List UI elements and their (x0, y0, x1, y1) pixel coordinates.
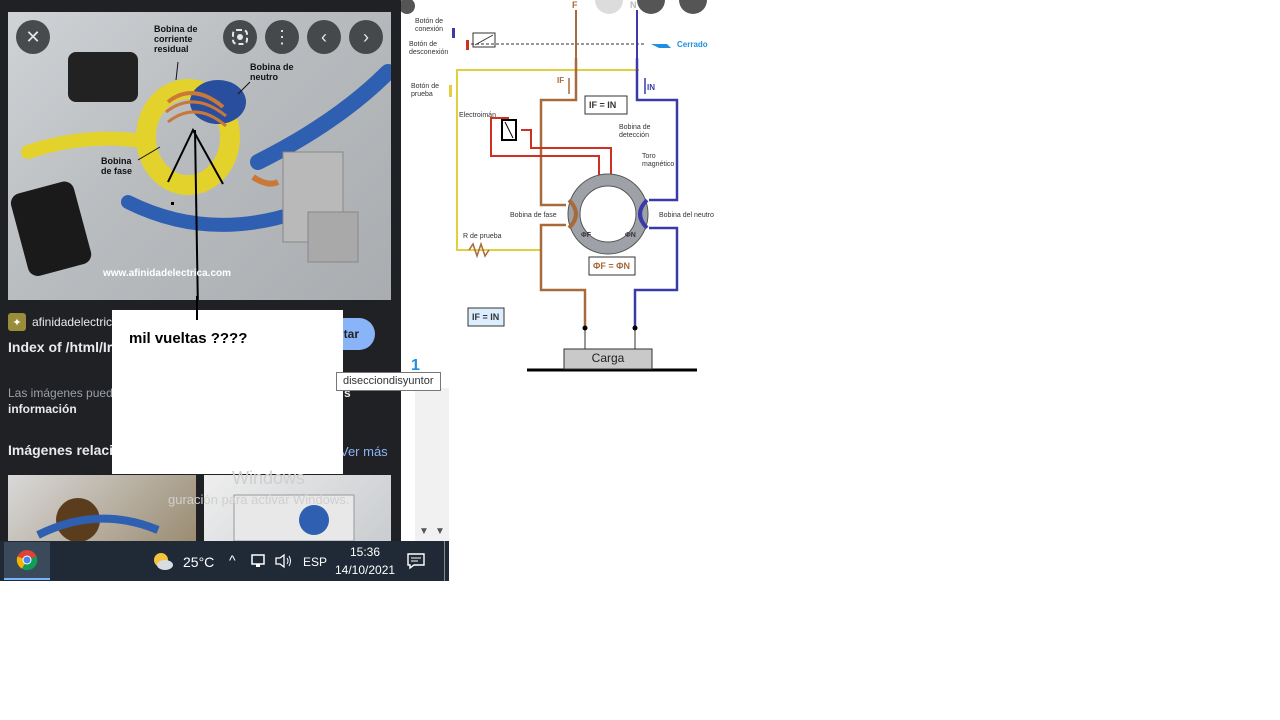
label-phase-coil-diagram: Bobina de fase (510, 212, 557, 219)
annotation-box (112, 310, 343, 474)
label-phase-F: F (572, 0, 578, 10)
chrome-taskbar-button[interactable] (4, 542, 50, 580)
label-test-resistor: R de prueba (463, 233, 502, 240)
related-images-heading: Imágenes relaci (8, 442, 114, 458)
label-current-IF: IF (557, 76, 565, 85)
more-info-link[interactable]: información (8, 402, 77, 416)
scroll-down-arrow-icon-2[interactable]: ▼ (435, 526, 445, 537)
image-viewer-panel: Bobina de corriente residual Bobina de n… (0, 0, 401, 541)
more-options-button[interactable]: ⋮ (265, 20, 299, 54)
label-connect-button: Botón de conexión (415, 18, 444, 33)
label-neutral-coil-diagram: Bobina del neutro (659, 212, 714, 219)
label-residual-coil: Bobina de corriente residual (154, 24, 198, 54)
equation-currents: IF = IN (589, 100, 617, 110)
related-thumbnail-2[interactable] (204, 475, 391, 541)
lens-search-button[interactable] (223, 20, 257, 54)
circuit-diagram-drawing (399, 0, 707, 372)
preview-image[interactable]: Bobina de corriente residual Bobina de n… (8, 12, 391, 300)
scrollbar[interactable]: ▼ ▼ (415, 388, 449, 541)
lens-icon (232, 29, 248, 45)
see-more-link[interactable]: Ver más (340, 444, 388, 459)
visit-button-label: tar (343, 327, 359, 341)
label-test-button: Botón de prueba (411, 83, 440, 98)
previous-image-button[interactable]: ‹ (307, 20, 341, 54)
label-electromagnet: Electroimán (459, 112, 496, 119)
close-icon: ✕ (25, 26, 41, 47)
image-source[interactable]: ✦ afinidadelectric (8, 312, 112, 332)
thumbnail-1-drawing (36, 498, 160, 541)
photo-watermark: www.afinidadelectrica.com (103, 268, 232, 279)
label-load: Carga (591, 351, 625, 365)
chrome-icon (16, 550, 38, 571)
close-button[interactable]: ✕ (16, 20, 50, 54)
tooltip: disecciondisyuntor (336, 372, 441, 391)
weather-widget[interactable] (152, 551, 174, 576)
notifications-button[interactable] (406, 552, 426, 575)
annotation-text: mil vueltas ???? (129, 330, 248, 347)
copyright-text: Las imágenes pued (8, 386, 113, 400)
related-thumbnail-1[interactable] (8, 475, 196, 541)
circuit-diagram-image[interactable]: Botón de conexión Botón de desconexión B… (399, 0, 723, 388)
label-closed: Cerrado (677, 40, 708, 49)
network-icon[interactable] (251, 553, 269, 574)
label-detection-coil: Bobina de detección (619, 124, 651, 139)
label-current-IN: IN (647, 83, 655, 92)
activation-watermark-title: Windows (232, 468, 306, 488)
taskbar (0, 541, 449, 581)
site-favicon-icon: ✦ (8, 313, 26, 331)
chevron-right-icon: › (363, 26, 369, 47)
equation-currents-2: IF = IN (472, 312, 500, 322)
weather-sun-cloud-icon (154, 553, 173, 570)
notifications-icon (407, 553, 425, 570)
result-counter: 1 (411, 357, 420, 374)
copyright-notice: Las imágenes pued s información (8, 385, 398, 417)
label-phase-coil: Bobina de fase (101, 156, 133, 176)
equation-flux: ΦF = ΦN (593, 261, 631, 271)
label-neutral-coil: Bobina de neutro (250, 62, 294, 82)
result-title[interactable]: Index of /html/Ir disecciondisyur (8, 339, 118, 355)
copyright-text-tail: s (344, 386, 351, 400)
thumbnail-2-drawing (233, 494, 355, 541)
label-disconnect-button: Botón de desconexión (409, 41, 449, 56)
show-desktop-divider[interactable] (444, 541, 445, 581)
label-neutral-N: N (630, 0, 637, 10)
more-vertical-icon: ⋮ (273, 26, 291, 47)
volume-icon[interactable] (274, 553, 294, 574)
scroll-down-arrow-icon[interactable]: ▼ (419, 526, 429, 537)
label-flux-F: ΦF (581, 232, 592, 239)
activation-watermark-text: guración para activar Windows. (168, 492, 350, 507)
annotation-pointer-line (196, 296, 198, 320)
preview-image-drawing (10, 52, 391, 300)
chevron-left-icon: ‹ (321, 26, 327, 47)
clock-date[interactable]: 14/10/2021 (335, 563, 396, 577)
label-toroid: Toro magnético (642, 153, 675, 168)
temperature[interactable]: 25°C (183, 554, 215, 570)
show-hidden-icons-chevron-icon[interactable]: ^ (229, 552, 236, 568)
clock-time[interactable]: 15:36 (350, 545, 381, 559)
source-domain: afinidadelectric (32, 315, 113, 329)
input-language[interactable]: ESP (303, 555, 328, 569)
next-image-button[interactable]: › (349, 20, 383, 54)
label-flux-N: ΦN (625, 232, 636, 239)
